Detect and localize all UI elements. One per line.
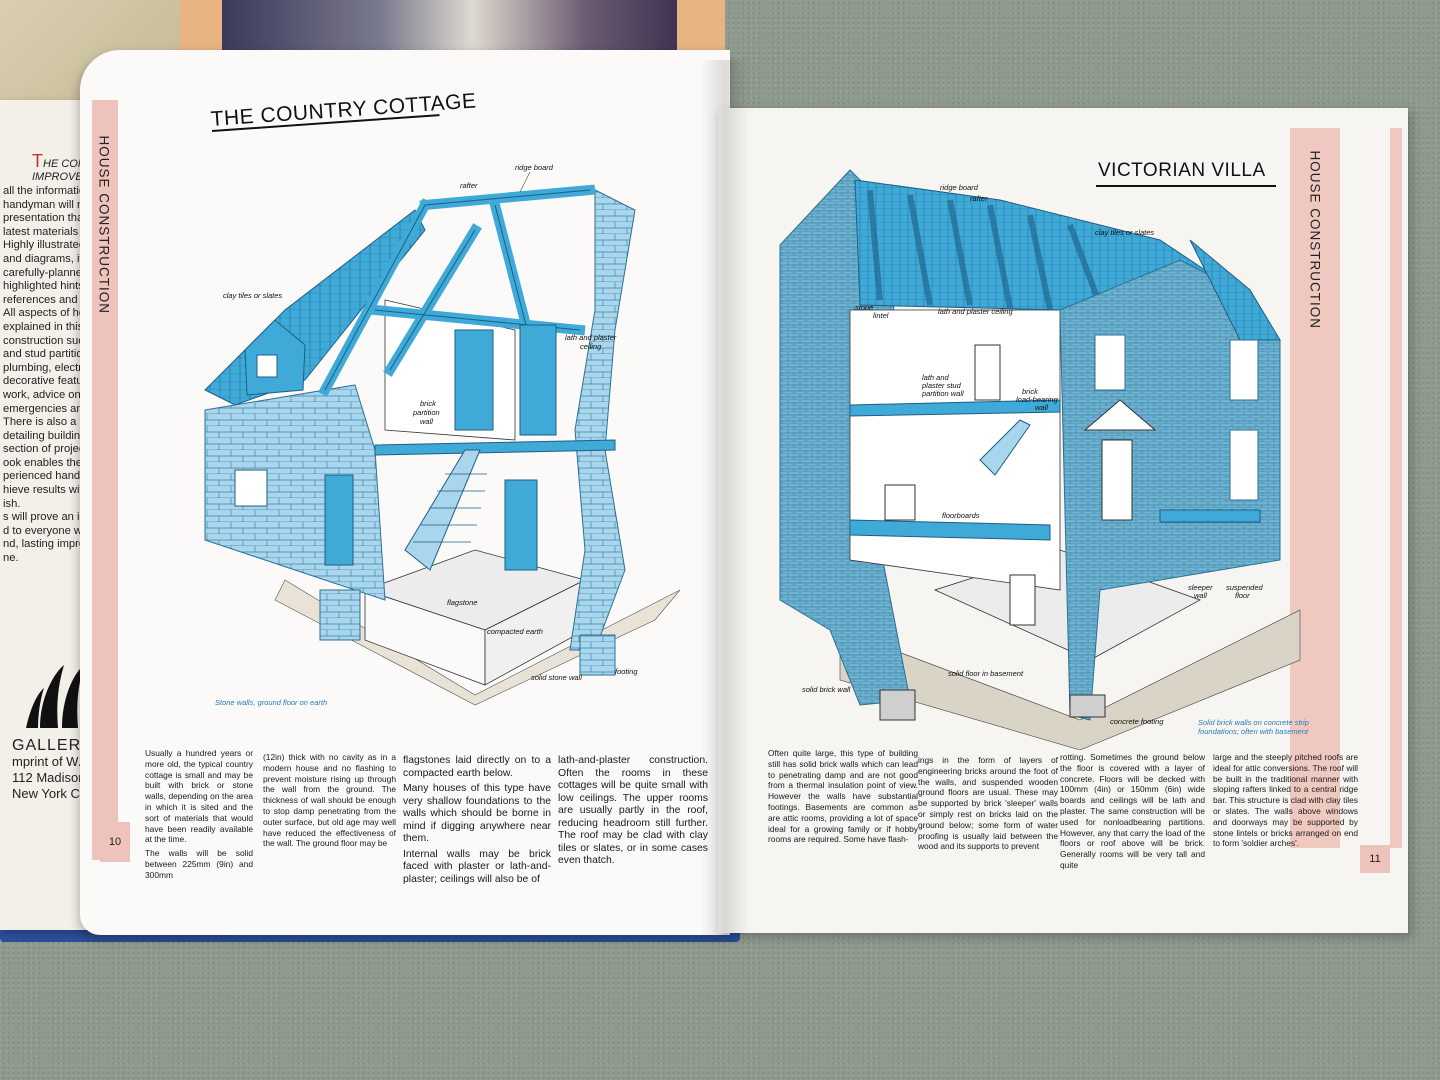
label-lath-plaster-2: ceiling <box>580 342 602 351</box>
flap-line: ne. <box>3 552 19 565</box>
country-cottage-cutaway-illustration: ridge board rafter clay tiles or slates … <box>204 163 681 706</box>
victorian-villa-cutaway-illustration: ridge board rafter clay tiles or slates … <box>779 169 1301 750</box>
paragraph: The walls will be solid between 225mm (9… <box>145 848 253 880</box>
label-flagstone: flagstone <box>447 598 477 607</box>
paragraph: Usually a hundred years or more old, the… <box>145 748 253 845</box>
left-text-column-1: Usually a hundred years or more old, the… <box>145 748 253 884</box>
right-page-title: VICTORIAN VILLA <box>1098 160 1266 181</box>
label-load-wall-1: brick <box>1022 387 1039 396</box>
right-text-column-4: large and the steeply pitched roofs are … <box>1213 752 1358 852</box>
label-floorboards: floorboards <box>942 511 980 520</box>
label-ridge-board: ridge board <box>515 163 554 172</box>
label-sleeper-wall-1: sleeper <box>1188 583 1213 592</box>
paragraph: ings in the form of layers of engineerin… <box>918 755 1058 852</box>
label-solid-brick-wall: solid brick wall <box>802 685 851 694</box>
right-text-column-3: rotting. Sometimes the ground below the … <box>1060 752 1205 874</box>
label-rafter: rafter <box>460 181 478 190</box>
right-text-column-1: Often quite large, this type of building… <box>768 748 918 848</box>
right-section-band: HOUSE CONSTRUCTION <box>1290 128 1340 848</box>
left-illustration-caption: Stone walls, ground floor on earth <box>215 698 328 707</box>
label-brick-partition-2: partition <box>412 408 440 417</box>
label-ridge-board: ridge board <box>940 183 979 192</box>
paragraph: flagstones laid directly on to a compact… <box>403 755 551 779</box>
label-concrete-footing: concrete footing <box>1110 717 1164 726</box>
flap-line: ish. <box>3 497 21 510</box>
label-stone-lintel-2: lintel <box>873 311 889 320</box>
paragraph: Often quite large, this type of building… <box>768 748 918 845</box>
label-lath-plaster-1: lath and plaster <box>565 333 617 342</box>
right-band-fill <box>1290 128 1340 848</box>
label-stud-wall-3: partition wall <box>921 389 964 398</box>
label-stone-lintel-1: stone <box>855 303 873 312</box>
label-stud-wall-2: plaster stud <box>921 381 962 390</box>
label-suspended-floor-2: floor <box>1235 591 1250 600</box>
label-load-wall-3: wall <box>1035 403 1048 412</box>
right-title-underline <box>1096 185 1276 187</box>
label-lath-ceiling: lath and plaster ceiling <box>938 307 1013 316</box>
label-brick-partition-3: wall <box>420 417 433 426</box>
left-text-column-4: lath-and-plaster construction. Often the… <box>558 755 708 871</box>
left-text-column-3: flagstones laid directly on to a compact… <box>403 755 551 889</box>
label-rafter: rafter <box>970 194 988 203</box>
paragraph: Many houses of this type have very shall… <box>403 783 551 844</box>
left-page-number: 10 <box>100 822 130 862</box>
book-gutter <box>700 60 750 935</box>
left-book-page <box>80 50 730 935</box>
publisher-address: 112 Madison A <box>12 770 98 785</box>
paragraph: (12in) thick with no cavity as in a mode… <box>263 752 396 849</box>
label-stud-wall-1: lath and <box>922 373 950 382</box>
right-illustration-caption: Solid brick walls on concrete strip foun… <box>1198 718 1309 736</box>
label-sleeper-wall-2: wall <box>1194 591 1207 600</box>
label-load-wall-2: load-bearing <box>1016 395 1059 404</box>
left-text-column-2: (12in) thick with no cavity as in a mode… <box>263 752 396 852</box>
label-brick-partition-1: brick <box>420 399 437 408</box>
left-section-label: HOUSE CONSTRUCTION <box>96 135 112 315</box>
paragraph: large and the steeply pitched roofs are … <box>1213 752 1358 849</box>
label-clay-tiles: clay tiles or slates <box>1095 228 1154 237</box>
right-edge-band <box>1390 128 1402 848</box>
label-suspended-floor-1: suspended <box>1226 583 1264 592</box>
paragraph: rotting. Sometimes the ground below the … <box>1060 752 1205 870</box>
label-compacted-earth: compacted earth <box>487 627 543 636</box>
right-text-column-2: ings in the form of layers of engineerin… <box>918 755 1058 855</box>
left-band-fill <box>92 100 118 860</box>
publisher-city: New York City <box>12 786 93 801</box>
label-clay-tiles: clay tiles or slates <box>223 291 282 300</box>
label-footing: footing <box>615 667 638 676</box>
flap-heading-dropcap: T <box>32 151 43 171</box>
paragraph: lath-and-plaster construction. Often the… <box>558 755 708 866</box>
flap-line: d to everyone wishi <box>3 524 99 537</box>
label-solid-floor-basement: solid floor in basement <box>948 669 1024 678</box>
right-page-number: 11 <box>1360 845 1390 873</box>
paragraph: Internal walls may be brick faced with p… <box>403 848 551 885</box>
label-solid-stone-wall: solid stone wall <box>531 673 582 682</box>
left-section-band: HOUSE CONSTRUCTION <box>92 100 162 860</box>
flap-line: nd, lasting improve <box>3 538 97 551</box>
